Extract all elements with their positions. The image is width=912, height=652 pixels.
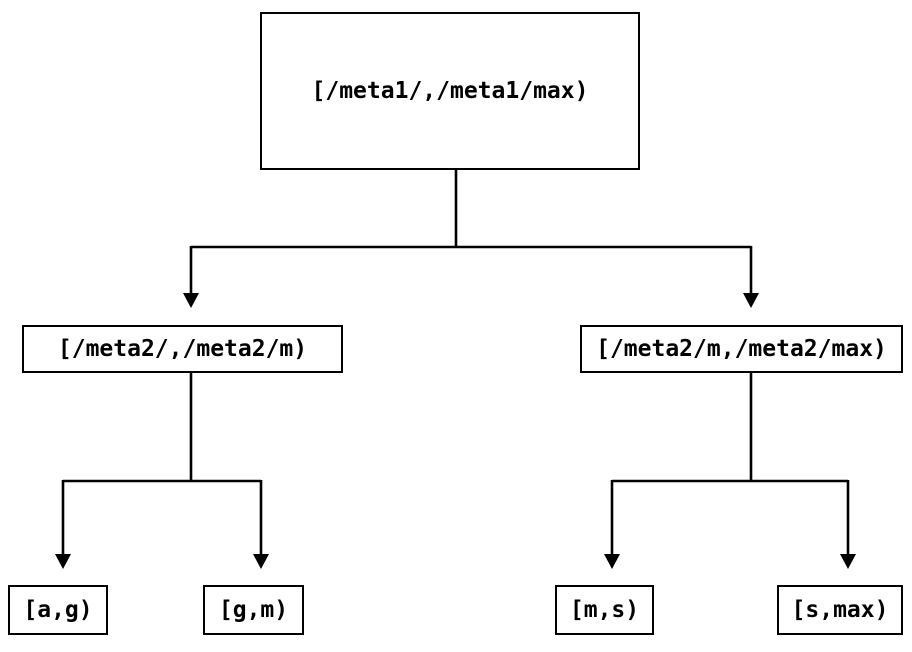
arrowhead-to-mid-right: [743, 293, 759, 308]
node-root: [/meta1/,/meta1/max): [260, 12, 640, 170]
node-mid-left: [/meta2/,/meta2/m): [22, 325, 343, 373]
node-root-label: [/meta1/,/meta1/max): [311, 78, 589, 104]
arrowhead-to-leaf-ms: [604, 554, 620, 569]
connector-mid-left-children: [55, 373, 269, 569]
arrowhead-to-mid-left: [183, 293, 199, 308]
arrowhead-to-leaf-ag: [55, 554, 71, 569]
connector-mid-right-children: [604, 373, 856, 569]
node-mid-right-label: [/meta2/m,/meta2/max): [596, 336, 887, 362]
node-leaf-smax: [s,max): [777, 585, 903, 635]
node-leaf-gm-label: [g,m): [218, 597, 289, 623]
connector-root-children: [183, 170, 759, 308]
node-leaf-ag-label: [a,g): [23, 597, 93, 623]
node-leaf-ag: [a,g): [8, 585, 108, 635]
node-mid-left-label: [/meta2/,/meta2/m): [57, 336, 308, 362]
arrowhead-to-leaf-gm: [253, 554, 269, 569]
node-leaf-ms: [m,s): [555, 585, 654, 635]
node-leaf-ms-label: [m,s): [569, 597, 640, 623]
node-mid-right: [/meta2/m,/meta2/max): [580, 325, 903, 373]
node-leaf-gm: [g,m): [203, 585, 304, 635]
node-leaf-smax-label: [s,max): [791, 597, 889, 623]
arrowhead-to-leaf-smax: [840, 554, 856, 569]
